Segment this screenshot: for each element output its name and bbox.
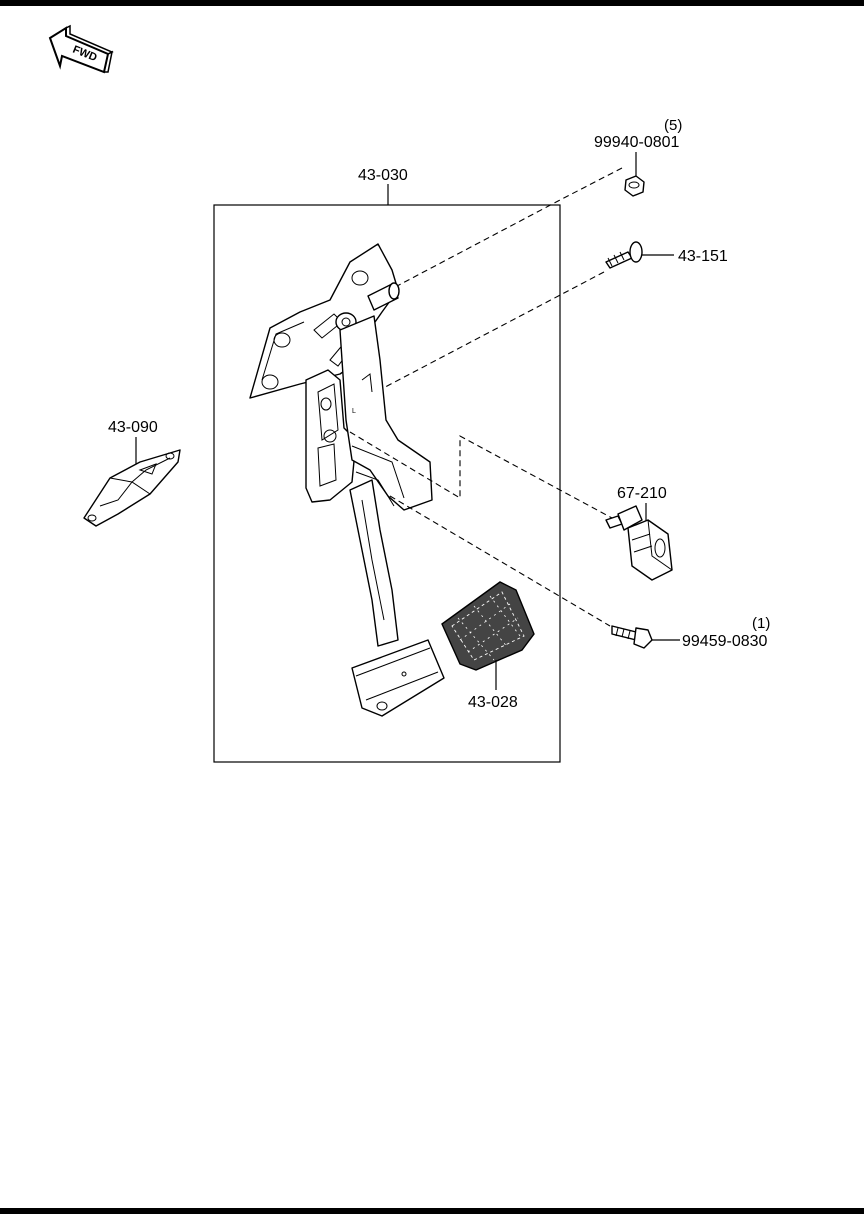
- bottom-border-bar: [0, 1208, 864, 1214]
- bolt-top-part-label: 43-151: [678, 248, 728, 265]
- switch-part-label: 67-210: [617, 485, 667, 502]
- bolt-top-dashed-line: [369, 271, 605, 396]
- nut-dashed-line: [379, 167, 623, 296]
- assembly-box: [213, 204, 561, 763]
- assembly-part-label: 43-030: [358, 167, 408, 184]
- pedal-assembly-icon: L: [249, 243, 445, 717]
- bracket-icon: [83, 449, 181, 527]
- switch-dashed-line: [349, 431, 613, 519]
- svg-text:L: L: [352, 408, 356, 415]
- bolt-bottom-part-label: 99459-0830: [682, 633, 768, 650]
- nut-icon: [624, 175, 645, 197]
- bolt-bottom-qty-label: (1): [752, 615, 770, 632]
- nut-part-label: 99940-0801: [594, 134, 680, 151]
- switch-icon: [605, 505, 673, 581]
- bolt-bottom-icon: [611, 625, 653, 649]
- bracket-part-label: 43-090: [108, 419, 158, 436]
- bolt-top-icon: [605, 241, 643, 269]
- pedal-pad-icon: [441, 581, 535, 671]
- fwd-arrow-icon: FWD: [48, 24, 114, 74]
- bolt-bottom-dashed-line: [389, 495, 611, 627]
- pad-part-label: 43-028: [468, 694, 518, 711]
- nut-qty-label: (5): [664, 117, 682, 134]
- top-border-bar: [0, 0, 864, 6]
